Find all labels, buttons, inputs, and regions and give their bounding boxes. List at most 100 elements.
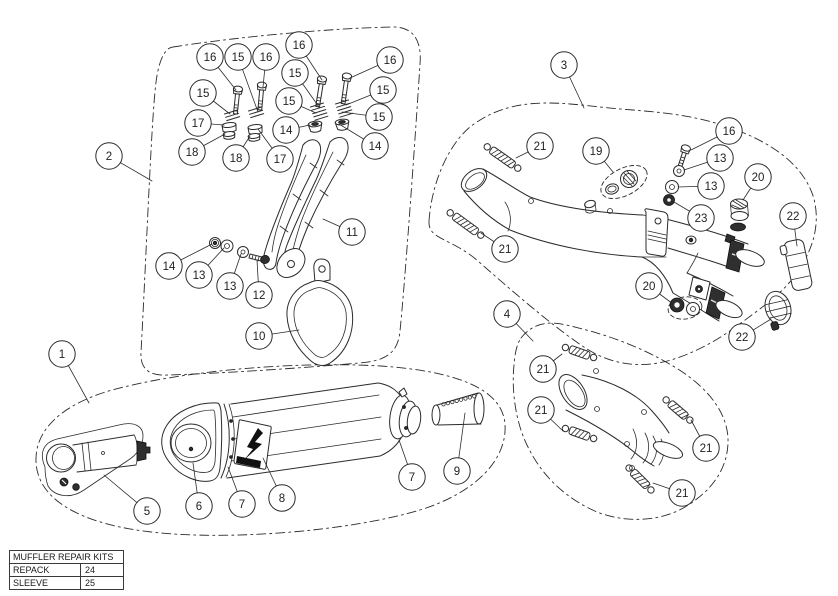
callout-number: 21 — [535, 405, 548, 417]
callout-number: 14 — [280, 125, 293, 137]
spring-item — [483, 143, 522, 172]
kit-2-outline — [140, 26, 421, 376]
callout-16: 16 — [285, 31, 313, 59]
callout-number: 15 — [289, 68, 302, 80]
callout-number: 10 — [253, 331, 266, 343]
callout-7: 7 — [398, 463, 426, 491]
callout-15: 15 — [275, 87, 303, 115]
insert-hole — [454, 398, 459, 403]
callout-number: 21 — [499, 244, 512, 256]
callout-number: 22 — [736, 332, 749, 344]
grommet-rings-20-drawing — [667, 296, 703, 320]
callout-number: 13 — [714, 153, 727, 165]
coil-spring-item — [224, 109, 241, 122]
callout-21: 21 — [692, 434, 720, 462]
washer-item — [673, 165, 685, 177]
callout-number: 19 — [590, 146, 603, 158]
callout-21: 21 — [668, 479, 696, 507]
callout-14: 14 — [155, 252, 183, 280]
callout-3: 3 — [550, 51, 578, 79]
callout-18: 18 — [178, 138, 206, 166]
callout-number: 14 — [163, 261, 176, 273]
kit-name: REPACK — [10, 564, 81, 576]
callout-number: 3 — [561, 60, 567, 72]
cap-20-drawing — [730, 198, 749, 232]
callout-13: 13 — [216, 272, 244, 300]
washer-item — [665, 180, 679, 194]
kit-1-outline — [35, 364, 506, 536]
callout-number: 13 — [224, 281, 237, 293]
heat-shield-foot — [276, 248, 306, 278]
db-killer-drawing — [41, 423, 151, 496]
perforated-insert-9-drawing — [431, 392, 485, 426]
callout-2: 2 — [95, 142, 123, 170]
callout-number: 7 — [409, 472, 415, 484]
callout-13: 13 — [185, 261, 213, 289]
coil-spring-item — [248, 106, 265, 119]
callout-number: 9 — [454, 466, 460, 478]
heat-shield-drawing — [262, 137, 349, 278]
spring-item — [625, 464, 655, 494]
insert-hole — [445, 401, 450, 406]
spring-item — [446, 209, 485, 239]
callout-number: 18 — [230, 153, 243, 165]
generated-parts-layer — [220, 72, 694, 494]
gasket-plug-19-drawing — [600, 165, 648, 199]
hanger-bracket-drawing — [286, 258, 354, 366]
callout-18: 18 — [222, 144, 250, 172]
callout-15: 15 — [281, 59, 309, 87]
callout-number: 20 — [752, 172, 765, 184]
callout-16: 16 — [715, 117, 743, 145]
callout-17: 17 — [266, 145, 294, 173]
callout-14: 14 — [361, 132, 389, 160]
bolt-item — [315, 75, 328, 108]
callout-number: 15 — [232, 52, 245, 64]
callout-10: 10 — [245, 322, 273, 350]
callout-number: 7 — [239, 499, 245, 511]
callout-number: 21 — [700, 443, 713, 455]
callout-11: 11 — [338, 218, 366, 246]
coil-spring-item — [310, 102, 329, 121]
callout-number: 2 — [106, 151, 112, 163]
callout-number: 16 — [293, 40, 306, 52]
callout-number: 15 — [373, 112, 386, 124]
callout-22: 22 — [728, 323, 756, 351]
callout-number: 16 — [204, 52, 217, 64]
kit-3-outline — [428, 102, 817, 365]
brand-arrow-icon — [244, 428, 263, 460]
spring-item — [561, 424, 598, 443]
spring-item — [561, 343, 598, 362]
callout-15: 15 — [369, 76, 397, 104]
callout-number: 21 — [537, 364, 550, 376]
callout-number: 20 — [643, 281, 656, 293]
collar-item — [222, 131, 236, 140]
kit-group-outlines — [35, 26, 817, 536]
callout-number: 13 — [705, 181, 718, 193]
callout-number: 15 — [377, 85, 390, 97]
callout-number: 17 — [274, 154, 287, 166]
repair-kits-table: MUFFLER REPAIR KITS REPACK 24 SLEEVE 25 — [9, 550, 124, 590]
kit-4-outline — [512, 322, 729, 520]
insert-hole — [472, 394, 477, 399]
spring-item — [662, 396, 694, 424]
insert-hole — [458, 397, 464, 402]
callout-21: 21 — [491, 235, 519, 263]
callout-number: 15 — [283, 96, 296, 108]
callout-number: 1 — [59, 349, 65, 361]
callout-13: 13 — [706, 144, 734, 172]
callout-number: 21 — [676, 488, 689, 500]
muffler-drawing — [161, 382, 422, 482]
callout-17: 17 — [184, 109, 212, 137]
callout-15: 15 — [224, 43, 252, 71]
bolt-item — [256, 81, 268, 111]
kit-name: SLEEVE — [10, 577, 81, 589]
callout-20: 20 — [635, 272, 663, 300]
coil-spring-item — [335, 99, 354, 118]
table-header: MUFFLER REPAIR KITS — [10, 551, 123, 564]
callout-number: 12 — [253, 290, 266, 302]
callout-16: 16 — [196, 43, 224, 71]
callout-4: 4 — [493, 300, 521, 328]
callout-number: 5 — [144, 506, 150, 518]
callout-21: 21 — [529, 355, 557, 383]
